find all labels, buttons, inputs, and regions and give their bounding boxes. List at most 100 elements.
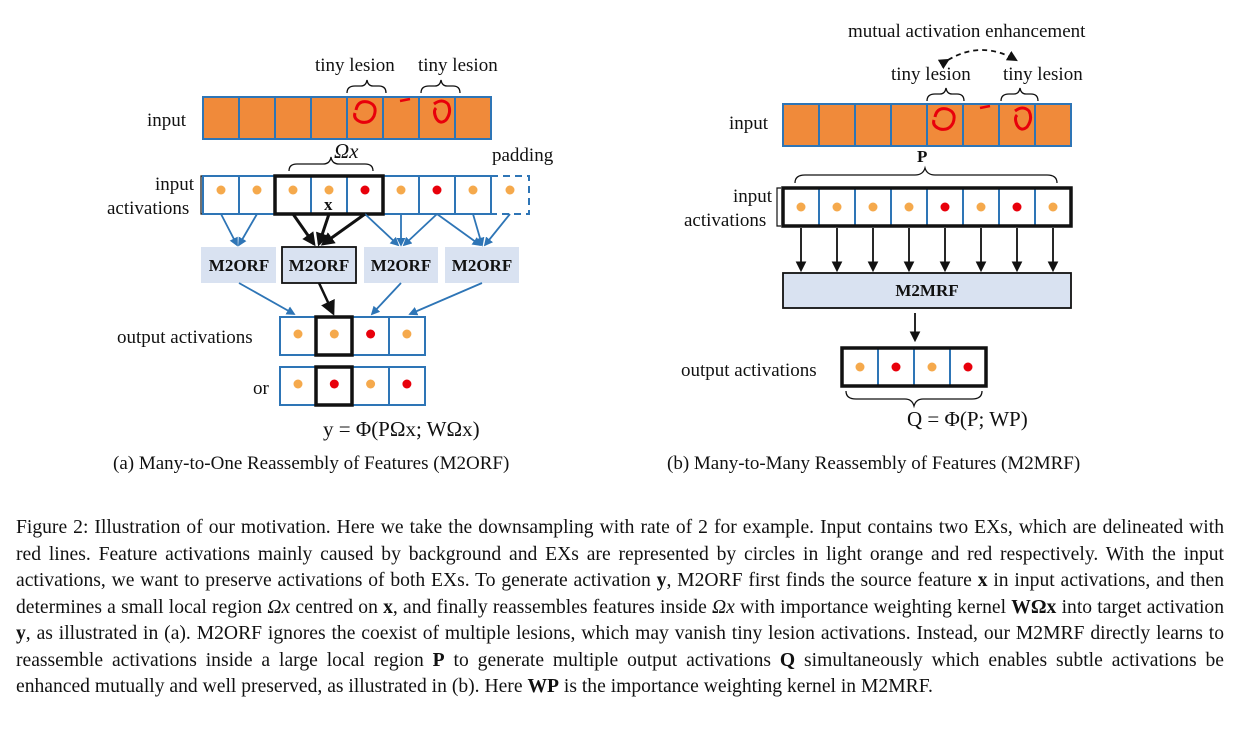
m2orf-box-3 [364,247,438,283]
caption-var-y: y [656,570,667,591]
p-brace [794,165,1058,184]
caption-var-w-omega: WΩx [1011,596,1057,618]
activation-dot [396,185,406,195]
tiny-lesion-label-b1: tiny lesion [891,64,971,85]
output-activations-label-b: output activations [681,360,817,381]
tiny-lesion-label-1: tiny lesion [315,55,395,76]
m2orf-label-2: M2ORF [289,256,349,275]
activation-dot [329,379,339,389]
m2orf-box-1 [201,247,276,283]
caption-text-8: , as illustrated in (a). M2ORF ignores t… [16,623,1224,671]
formula-a: y = Φ(PΩx; WΩx) [323,417,480,441]
caption-var-omega-2: Ωx [712,596,735,618]
activation-dot [293,379,303,389]
blue-arrows-top [220,213,511,247]
input-activations-label-b2: activations [684,210,766,231]
tiny-lesion-label-b2: tiny lesion [1003,64,1083,85]
padding-cell [490,175,530,215]
caption-text-6: with importance weighting kernel [734,596,1012,618]
figure-caption: Figure 2: Illustration of our motivation… [16,515,1224,701]
activation-dot [796,202,806,212]
input-activations-label-2: activations [107,198,189,219]
black-arrows-top [291,212,366,247]
subcaption-b: (b) Many-to-Many Reassembly of Features … [667,453,1080,474]
caption-text-2: , M2ORF first finds the source feature [666,570,978,591]
padding-label: padding [492,145,554,166]
activation-dot [868,202,878,212]
formula-b: Q = Φ(P; WP) [907,407,1028,431]
caption-text-10: simultaneously which enables subtle acti… [16,649,1224,698]
input-act-bracket-b [776,187,781,227]
activation-dot [216,185,226,195]
brace-tiny-lesion-2 [420,79,461,94]
activation-dot [832,202,842,212]
figure-2: tiny lesion tiny lesion input Ωx padding… [107,21,1086,474]
mutual-enhancement-label: mutual activation enhancement [848,21,1086,42]
caption-text-7: into target activation [1056,596,1224,618]
activation-dot [402,329,412,339]
activation-dot [366,329,376,339]
activation-dot [963,362,973,372]
brace-b1 [926,87,965,102]
input-activations-b [781,186,1073,228]
lesion-mark-3 [433,99,452,124]
activation-dot [402,379,412,389]
padding-dot [505,185,515,195]
activation-dot [927,362,937,372]
caption-text-11: is the importance weighting kernel in M2… [559,676,933,697]
activation-dot [468,185,478,195]
subcaption-a: (a) Many-to-One Reassembly of Features (… [113,453,509,474]
m2orf-box-2 [281,246,357,284]
activation-dot [360,185,370,195]
caption-var-q: Q [779,649,796,671]
black-arrows-b [795,228,1059,273]
activation-dot [1012,202,1022,212]
caption-var-x: x [977,570,988,591]
input-activations-a [202,174,530,216]
m2orf-label-4: M2ORF [452,256,512,275]
p-label: P [917,147,927,166]
q-brace [845,390,983,409]
activation-dot [976,202,986,212]
output-activations-b [840,346,988,388]
caption-text-1: Figure 2: Illustration of our motivation… [16,517,1224,591]
caption-var-wp: WP [527,676,559,697]
m2orf-box-4 [445,247,519,283]
or-label: or [253,378,270,399]
m2orf-label-1: M2ORF [209,256,269,275]
input-label-b: input [729,113,769,134]
activation-dot [288,185,298,195]
caption-var-x-2: x [383,596,393,618]
panel-a: tiny lesion tiny lesion input Ωx padding… [107,55,554,474]
input-activations-label-1: input [155,174,195,195]
caption-var-omega-1: Ωx [267,596,291,618]
input-label: input [147,110,187,131]
omega-label: Ωx [334,139,359,163]
brace-tiny-lesion-1 [346,79,387,94]
caption-var-y-2: y [16,623,26,644]
omega-brace [288,156,374,172]
activation-dot [1048,202,1058,212]
black-arrow-bottom [317,282,335,316]
activation-dot [940,202,950,212]
activation-dot [252,185,262,195]
mutual-arrow [937,49,1018,70]
output-activations-a-1 [279,315,426,357]
caption-text-5: , and finally reassembles features insid… [392,596,713,618]
output-activations-a-2 [279,365,426,407]
caption-text-4: centred on [290,596,384,618]
activation-dot [891,362,901,372]
tiny-lesion-label-2: tiny lesion [418,55,498,76]
blue-arrows-bottom [238,282,483,316]
activation-dot [432,185,442,195]
caption-text-3: in input activations, and then determine… [16,570,1225,618]
activation-dot [855,362,865,372]
output-activations-label: output activations [117,327,253,348]
lesion-mark-2 [399,97,411,103]
input-activations-label-b1: input [733,186,773,207]
caption-text-9: to generate multiple output activations [444,649,780,671]
activation-dot [904,202,914,212]
panel-b: mutual activation enhancement tiny lesio… [667,21,1086,474]
m2mrf-label: M2MRF [895,281,958,300]
m2mrf-box [782,272,1072,309]
